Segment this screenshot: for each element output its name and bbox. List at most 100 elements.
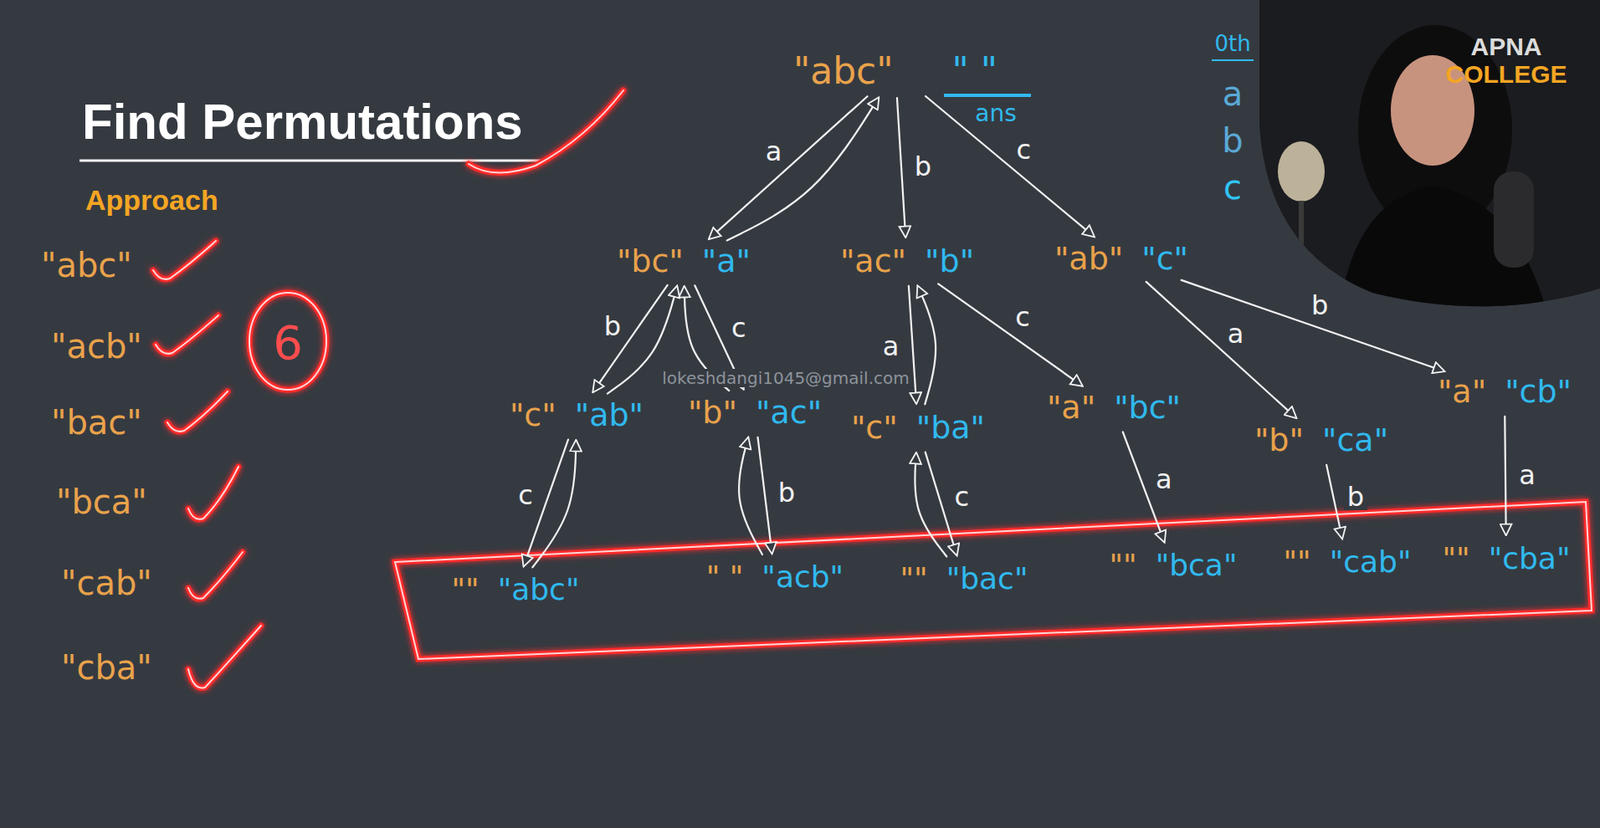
edge-label: b — [1343, 483, 1368, 511]
backtrack-arrow — [727, 97, 879, 241]
check-mark — [153, 241, 216, 280]
edge-label: b — [1307, 292, 1332, 319]
ans-caption: ans — [974, 101, 1017, 128]
check-mark — [155, 315, 219, 354]
edge-label: b — [774, 479, 799, 507]
branch-arrow — [758, 437, 773, 554]
answer-string: " " — [952, 51, 998, 92]
answer-string: "ca" — [1322, 423, 1389, 459]
recursion-node: "ac" "b" — [836, 242, 978, 282]
highlight-box — [394, 502, 1592, 660]
backtrack-arrow — [917, 286, 936, 405]
lamp-light — [1277, 141, 1325, 202]
result-node: """bca" — [1106, 547, 1242, 585]
answer-string: "abc" — [497, 573, 580, 607]
highlight-circle — [249, 292, 327, 390]
answer-string: "cab" — [1329, 545, 1412, 580]
remaining-string: " " — [706, 560, 744, 595]
check-mark — [188, 552, 243, 600]
remaining-string: "ab" — [1054, 241, 1124, 277]
result-node: " " "acb" — [702, 558, 847, 596]
branch-arrow — [925, 96, 1094, 237]
edge-label: c — [1011, 303, 1034, 331]
permutation-item: "cba" — [61, 649, 153, 687]
recursion-node: "b""ac" — [684, 394, 826, 433]
remaining-string: "a" — [1437, 374, 1487, 411]
recursion-node: "b" "ca" — [1251, 421, 1392, 461]
check-mark — [188, 625, 262, 689]
branch-arrow — [1504, 416, 1506, 535]
count-number: 6 — [272, 317, 303, 370]
index-label: b — [1221, 122, 1243, 159]
section-heading: Approach — [85, 184, 219, 216]
answer-string: "c" — [1141, 241, 1189, 277]
answer-string: "bc" — [1113, 390, 1181, 426]
answer-string: "ab" — [574, 398, 644, 434]
remaining-string: "c" — [851, 410, 898, 447]
edge-label: c — [951, 483, 974, 511]
permutation-item: "cab" — [61, 564, 153, 602]
branch-arrow — [897, 97, 906, 237]
edge-label: b — [911, 153, 935, 180]
remaining-string: "bc" — [616, 244, 684, 280]
check-mark — [155, 315, 219, 354]
edge-label: a — [762, 138, 786, 165]
recursion-node: "c""ab" — [506, 396, 647, 436]
edge-label: b — [600, 312, 625, 340]
index-label: a — [1222, 75, 1244, 113]
index-underline — [1211, 59, 1254, 62]
branch-arrow — [709, 96, 868, 239]
result-node: "" "cab" — [1280, 543, 1416, 581]
answer-string: "a" — [702, 244, 751, 280]
remaining-string: "b" — [687, 395, 738, 431]
branch-arrow — [1326, 465, 1343, 539]
index-label: 0th — [1214, 31, 1251, 57]
title: Find Permutations — [82, 97, 524, 148]
recursion-node: "a" "bc" — [1043, 389, 1185, 428]
check-mark — [153, 241, 216, 280]
watermark: lokeshdangi1045@gmail.com — [658, 369, 913, 388]
answer-string: "b" — [924, 244, 975, 280]
result-node: """abc" — [448, 571, 584, 609]
recursion-node: "c" "ba" — [847, 409, 989, 448]
remaining-string: "" — [900, 562, 929, 596]
permutation-item: "acb" — [51, 328, 143, 365]
highlight-box — [394, 502, 1592, 660]
check-mark — [188, 625, 262, 689]
permutation-item: "abc" — [41, 246, 133, 284]
check-mark — [188, 552, 243, 600]
highlight-circle — [249, 292, 327, 390]
recursion-node: "abc" " " — [789, 49, 1001, 93]
check-mark — [167, 391, 228, 432]
edge-label: c — [728, 314, 750, 342]
remaining-string: "a" — [1046, 390, 1096, 426]
remaining-string: "b" — [1254, 423, 1304, 459]
edge-label: a — [1152, 466, 1176, 493]
result-node: """bac" — [897, 560, 1032, 598]
edge-label: c — [1012, 136, 1035, 164]
remaining-string: "abc" — [793, 51, 894, 92]
title-underline — [79, 159, 544, 163]
remaining-string: "ac" — [840, 244, 907, 280]
recursion-node: "bc" "a" — [613, 242, 754, 282]
logo-text: APNA — [1470, 32, 1542, 61]
lamp-stand — [1298, 200, 1304, 302]
permutation-item: "bca" — [56, 483, 148, 521]
edge-label: a — [1515, 461, 1539, 489]
index-label: c — [1223, 169, 1242, 206]
answer-string: "cb" — [1504, 374, 1572, 411]
edge-label: a — [1224, 320, 1248, 348]
branch-arrow — [1181, 280, 1445, 372]
check-mark — [188, 466, 239, 520]
result-node: """cba" — [1439, 540, 1575, 578]
answer-string: "bca" — [1155, 548, 1238, 583]
answer-string: "ba" — [916, 410, 985, 447]
remaining-string: "" — [1283, 545, 1312, 580]
recursion-node: "a" "cb" — [1434, 373, 1575, 412]
backtrack-arrow — [532, 441, 576, 569]
answer-string: "cba" — [1488, 542, 1571, 576]
permutation-item: "bac" — [51, 404, 143, 442]
ans-underline — [943, 93, 1031, 98]
answer-string: "acb" — [761, 560, 844, 595]
